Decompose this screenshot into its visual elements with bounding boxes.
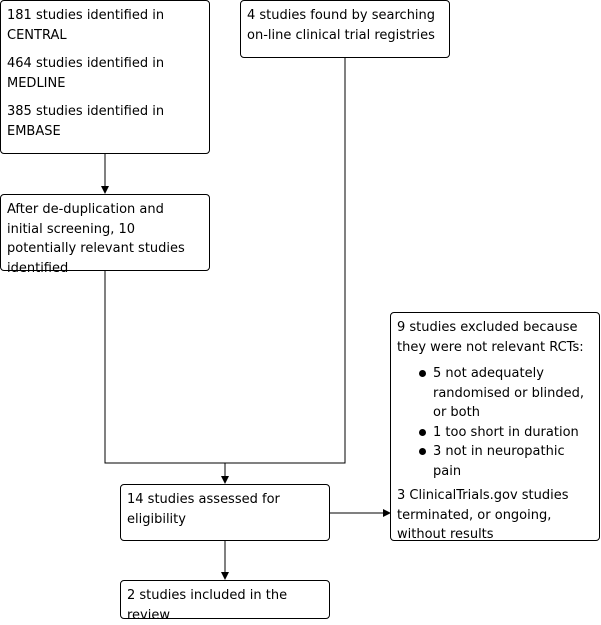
database-sources-box: 181 studies identified in CENTRAL 464 st… xyxy=(0,0,210,154)
bullet-icon xyxy=(419,428,426,436)
source-central: 181 studies identified in CENTRAL xyxy=(7,8,165,43)
exclusion-reason-text: 3 not in neuropathic pain xyxy=(433,444,565,479)
assessed-box: 14 studies assessed for eligibility xyxy=(120,484,330,541)
line-screening-to-merge xyxy=(104,270,225,464)
included-text: 2 studies included in the review xyxy=(127,588,288,623)
exclusion-reason: 3 not in neuropathic pain xyxy=(419,442,593,481)
bullet-icon xyxy=(419,370,426,377)
included-box: 2 studies included in the review xyxy=(120,580,330,623)
exclusion-reason-text: 5 not adequately randomised or blinded, … xyxy=(433,366,584,420)
registries-box: 4 studies found by searching on-line cli… xyxy=(240,0,450,58)
excluded-box: 9 studies excluded because they were not… xyxy=(390,312,600,542)
exclusion-reason-text: 1 too short in duration xyxy=(433,424,579,440)
line-registries-to-merge xyxy=(225,57,346,464)
assessed-text: 14 studies assessed for eligibility xyxy=(127,492,280,527)
registries-text: 4 studies found by searching on-line cli… xyxy=(247,8,436,43)
screening-text: After de-duplication and initial screeni… xyxy=(7,202,185,276)
bullet-icon xyxy=(419,448,426,455)
excluded-heading: 9 studies excluded because they were not… xyxy=(397,320,584,355)
screening-box: After de-duplication and initial screeni… xyxy=(0,194,210,276)
source-embase: 385 studies identified in EMBASE xyxy=(7,104,165,139)
source-medline: 464 studies identified in MEDLINE xyxy=(7,56,165,91)
excluded-note: 3 ClinicalTrials.gov studies terminated,… xyxy=(397,488,569,542)
exclusion-reason: 1 too short in duration xyxy=(419,423,593,443)
exclusion-reason: 5 not adequately randomised or blinded, … xyxy=(419,364,593,423)
exclusion-reasons-list: 5 not adequately randomised or blinded, … xyxy=(397,364,593,481)
